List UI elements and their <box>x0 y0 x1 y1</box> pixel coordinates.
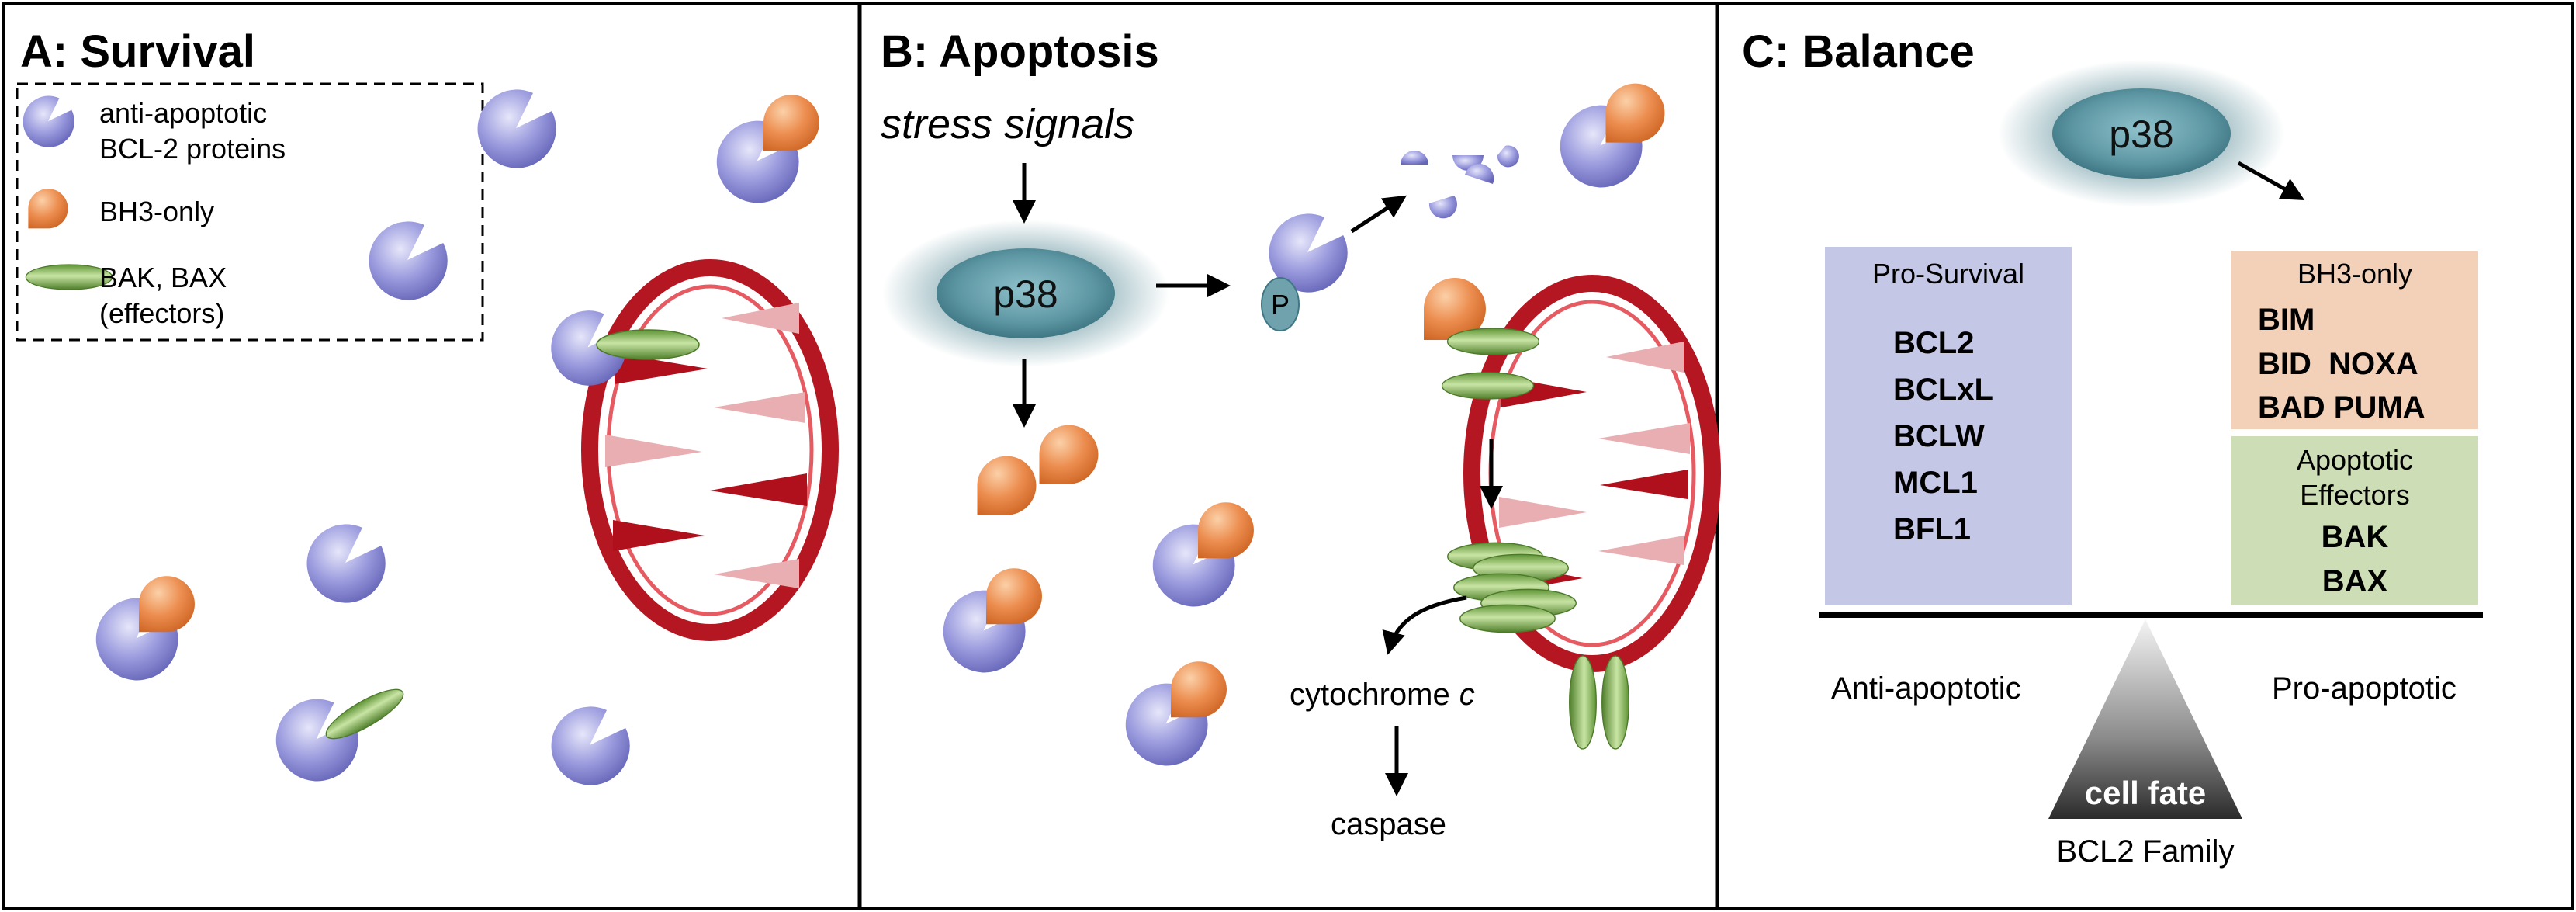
legend-anti-line1: anti-apoptotic <box>99 97 267 129</box>
p38-label: p38 <box>993 272 1058 316</box>
pro-survival-item: BCL2 <box>1893 326 1974 360</box>
fulcrum <box>2048 619 2242 819</box>
effector-protein-icon <box>1441 372 1535 400</box>
bh3-only-row: BID NOXA <box>2258 347 2418 381</box>
degraded-fragments <box>1401 145 1519 219</box>
effectors-heading-line1: Apoptotic <box>2297 444 2413 476</box>
legend-bh3-icon <box>28 189 68 229</box>
pro-apoptotic-label: Pro-apoptotic <box>2272 671 2457 706</box>
panel-a-title: A: Survival <box>20 26 255 77</box>
anti-apoptotic-protein-icon <box>551 706 630 785</box>
bh3-only-protein-icon <box>763 95 819 151</box>
effector-protein-icon <box>320 680 410 748</box>
arrow-cytochrome-release <box>1382 595 1467 655</box>
bh3-only-protein-icon <box>1197 502 1254 559</box>
legend-box <box>16 82 484 342</box>
bh3-only-row: BIM <box>2258 303 2315 337</box>
effector-protein-icon <box>596 329 700 360</box>
anti-apoptotic-label: Anti-apoptotic <box>1831 671 2021 706</box>
panel-a: A: Survival anti-apoptotic BCL-2 protein… <box>16 26 839 785</box>
legend-anti-line2: BCL-2 proteins <box>99 133 286 165</box>
p38-node <box>2052 88 2231 179</box>
phospho-node <box>1261 277 1300 331</box>
bcl2-family-label: BCL2 Family <box>2057 834 2235 869</box>
panel-c-title: C: Balance <box>1742 26 1975 77</box>
p38-label: p38 <box>2109 113 2173 156</box>
caspase-label: caspase <box>1331 807 1446 841</box>
arrow-p38-to-bh3 <box>2237 161 2305 200</box>
anti-apoptotic-protein-icon <box>306 524 386 603</box>
pro-survival-heading: Pro-Survival <box>1872 258 2024 290</box>
effector-protein-icon <box>1568 655 1598 750</box>
bh3-only-box <box>2231 251 2478 429</box>
legend-effectors-line2: (effectors) <box>99 297 224 329</box>
panel-b-title: B: Apoptosis <box>881 26 1159 77</box>
bh3-only-protein-icon <box>985 568 1042 625</box>
effectors-box <box>2231 436 2478 605</box>
cell-fate-label: cell fate <box>2085 775 2206 811</box>
bh3-only-heading: BH3-only <box>2297 258 2412 290</box>
pro-survival-item: MCL1 <box>1893 466 1978 500</box>
pro-survival-item: BCLW <box>1893 419 1985 453</box>
panel-b: B: Apoptosis stress signals p38 P <box>881 26 1721 841</box>
anti-apoptotic-protein-icon <box>369 221 448 300</box>
bh3-only-row: BAD PUMA <box>2258 390 2425 425</box>
effectors-heading-line2: Effectors <box>2300 479 2409 511</box>
legend-effectors-line1: BAK, BAX <box>99 262 227 293</box>
effector-protein-icon <box>1601 655 1630 750</box>
bh3-only-protein-icon <box>1605 83 1665 143</box>
mitochondrion <box>581 259 839 641</box>
pro-survival-box <box>1825 247 2072 605</box>
pro-survival-item: BFL1 <box>1893 512 1971 546</box>
stress-signals-label: stress signals <box>881 101 1134 147</box>
effector-protein-icon <box>1446 328 1540 355</box>
phospho-label: P <box>1271 289 1290 321</box>
p38-node <box>937 248 1115 338</box>
bh3-only-protein-icon <box>1039 425 1099 484</box>
arrow-degradation <box>1350 195 1407 234</box>
bh3-only-protein-icon <box>977 456 1037 515</box>
legend-bh3-label: BH3-only <box>99 196 214 227</box>
panel-c: C: Balance p38 Pro-Survival BCL2 BCLxL B… <box>1742 26 2483 869</box>
pro-survival-item: BCLxL <box>1893 373 1993 407</box>
mitochondrion-cristae <box>1499 342 1690 592</box>
legend-anti-apoptotic-icon <box>23 95 74 147</box>
effector-item: BAX <box>2322 564 2388 598</box>
anti-apoptotic-protein-icon <box>477 89 556 168</box>
bh3-only-protein-icon <box>1170 661 1227 718</box>
mitochondrion-cristae <box>605 303 807 588</box>
effector-item: BAK <box>2322 520 2389 554</box>
bh3-only-protein-icon <box>138 576 195 633</box>
